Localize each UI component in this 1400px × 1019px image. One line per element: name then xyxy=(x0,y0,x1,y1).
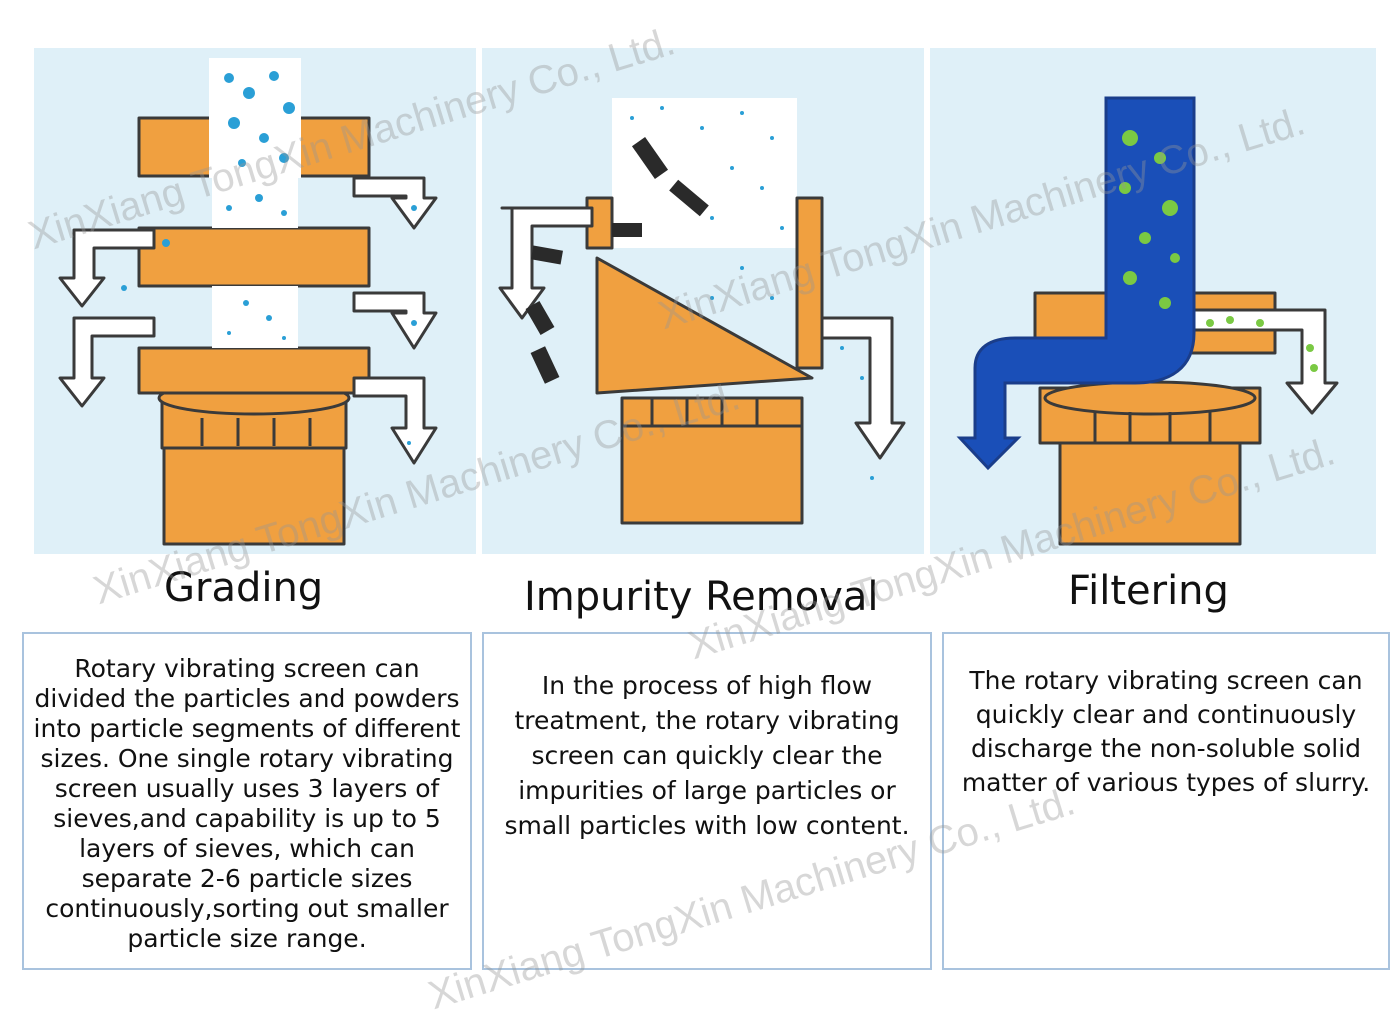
filtering-title: Filtering xyxy=(1068,568,1229,614)
grading-diagram xyxy=(58,58,438,546)
grading-description: Rotary vibrating screen can divided the … xyxy=(33,654,461,953)
impurity-removal-description: In the process of high flow treatment, t… xyxy=(504,671,910,840)
impurity-removal-description-box: In the process of high flow treatment, t… xyxy=(482,632,932,970)
impurity-removal-diagram xyxy=(498,98,906,525)
impurity-removal-title: Impurity Removal xyxy=(524,574,879,620)
filtering-description-box: The rotary vibrating screen can quickly … xyxy=(942,632,1390,970)
grading-description-box: Rotary vibrating screen can divided the … xyxy=(22,632,472,970)
grading-title: Grading xyxy=(164,565,324,611)
filtering-diagram xyxy=(956,96,1339,546)
filtering-description: The rotary vibrating screen can quickly … xyxy=(961,666,1371,797)
